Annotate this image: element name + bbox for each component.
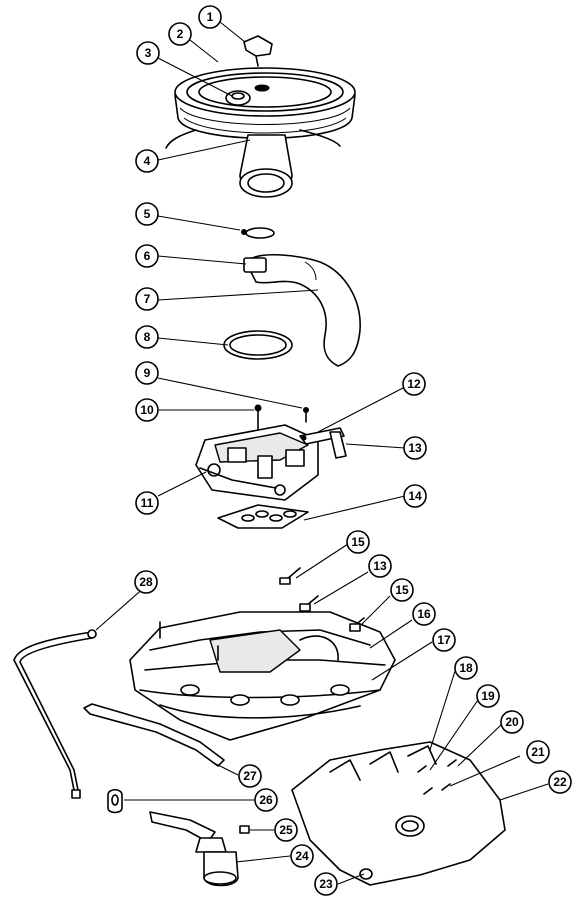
svg-text:18: 18 xyxy=(459,661,473,675)
svg-text:16: 16 xyxy=(417,607,431,621)
callout-15a: 15 xyxy=(346,530,370,554)
svg-text:4: 4 xyxy=(144,154,151,168)
callout-3: 3 xyxy=(136,41,160,65)
svg-text:11: 11 xyxy=(141,496,154,510)
svg-text:27: 27 xyxy=(243,769,257,783)
svg-text:15: 15 xyxy=(351,535,365,549)
callout-23: 23 xyxy=(314,872,338,896)
svg-text:13: 13 xyxy=(373,559,387,573)
svg-text:14: 14 xyxy=(408,489,422,503)
callout-7: 7 xyxy=(135,287,159,311)
svg-text:19: 19 xyxy=(481,689,495,703)
carburetor-gasket-ring xyxy=(223,330,293,360)
callout-14: 14 xyxy=(403,484,427,508)
svg-text:24: 24 xyxy=(295,849,309,863)
svg-text:7: 7 xyxy=(144,292,151,306)
callout-17: 17 xyxy=(432,628,456,652)
svg-text:21: 21 xyxy=(531,745,545,759)
callout-2: 2 xyxy=(168,22,192,46)
callout-16: 16 xyxy=(412,602,436,626)
fuel-pump-gasket xyxy=(107,788,123,814)
callout-20: 20 xyxy=(500,710,524,734)
svg-text:20: 20 xyxy=(505,715,519,729)
fuel-line xyxy=(13,629,97,799)
svg-text:9: 9 xyxy=(144,366,151,380)
callout-18: 18 xyxy=(454,656,478,680)
svg-text:6: 6 xyxy=(144,249,151,263)
callout-8: 8 xyxy=(135,325,159,349)
svg-text:13: 13 xyxy=(408,441,422,455)
fuel-pump xyxy=(149,811,250,887)
svg-text:3: 3 xyxy=(145,46,152,60)
callout-1: 1 xyxy=(198,5,222,29)
svg-text:1: 1 xyxy=(207,10,214,24)
callout-25: 25 xyxy=(274,818,298,842)
svg-text:10: 10 xyxy=(140,403,154,417)
callout-27: 27 xyxy=(238,764,262,788)
svg-text:17: 17 xyxy=(437,633,451,647)
svg-text:26: 26 xyxy=(259,793,273,807)
callout-12: 12 xyxy=(402,372,426,396)
callout-24: 24 xyxy=(290,844,314,868)
intake-manifold xyxy=(129,567,396,741)
svg-text:22: 22 xyxy=(553,775,567,789)
callout-6: 6 xyxy=(135,244,159,268)
air-cleaner-assembly xyxy=(165,35,356,198)
svg-text:5: 5 xyxy=(144,207,151,221)
svg-text:28: 28 xyxy=(139,575,153,589)
exhaust-manifold xyxy=(291,741,506,886)
callout-10: 10 xyxy=(135,398,159,422)
manifold-gasket-strip xyxy=(83,703,225,767)
callout-21: 21 xyxy=(526,740,550,764)
callout-15b: 15 xyxy=(390,578,414,602)
svg-text:2: 2 xyxy=(177,27,184,41)
callout-19: 19 xyxy=(476,684,500,708)
carburetor xyxy=(195,404,347,501)
svg-text:25: 25 xyxy=(279,823,293,837)
callout-9: 9 xyxy=(135,361,159,385)
hose-clamp xyxy=(241,227,275,239)
callout-22: 22 xyxy=(548,770,572,794)
callout-13a: 13 xyxy=(403,436,427,460)
carburetor-base-gasket xyxy=(217,504,309,529)
callout-28: 28 xyxy=(134,570,158,594)
leader-lines xyxy=(95,21,549,885)
svg-text:15: 15 xyxy=(395,583,409,597)
svg-text:23: 23 xyxy=(319,877,333,891)
callout-4: 4 xyxy=(135,149,159,173)
callout-5: 5 xyxy=(135,202,159,226)
hose-assembly xyxy=(243,253,361,367)
svg-text:12: 12 xyxy=(407,377,421,391)
callout-26: 26 xyxy=(254,788,278,812)
svg-text:8: 8 xyxy=(144,330,151,344)
callouts: 1 2 3 4 5 6 7 8 9 10 11 12 13 14 15 13 1… xyxy=(134,5,572,896)
callout-13b: 13 xyxy=(368,554,392,578)
callout-11: 11 xyxy=(135,491,159,515)
